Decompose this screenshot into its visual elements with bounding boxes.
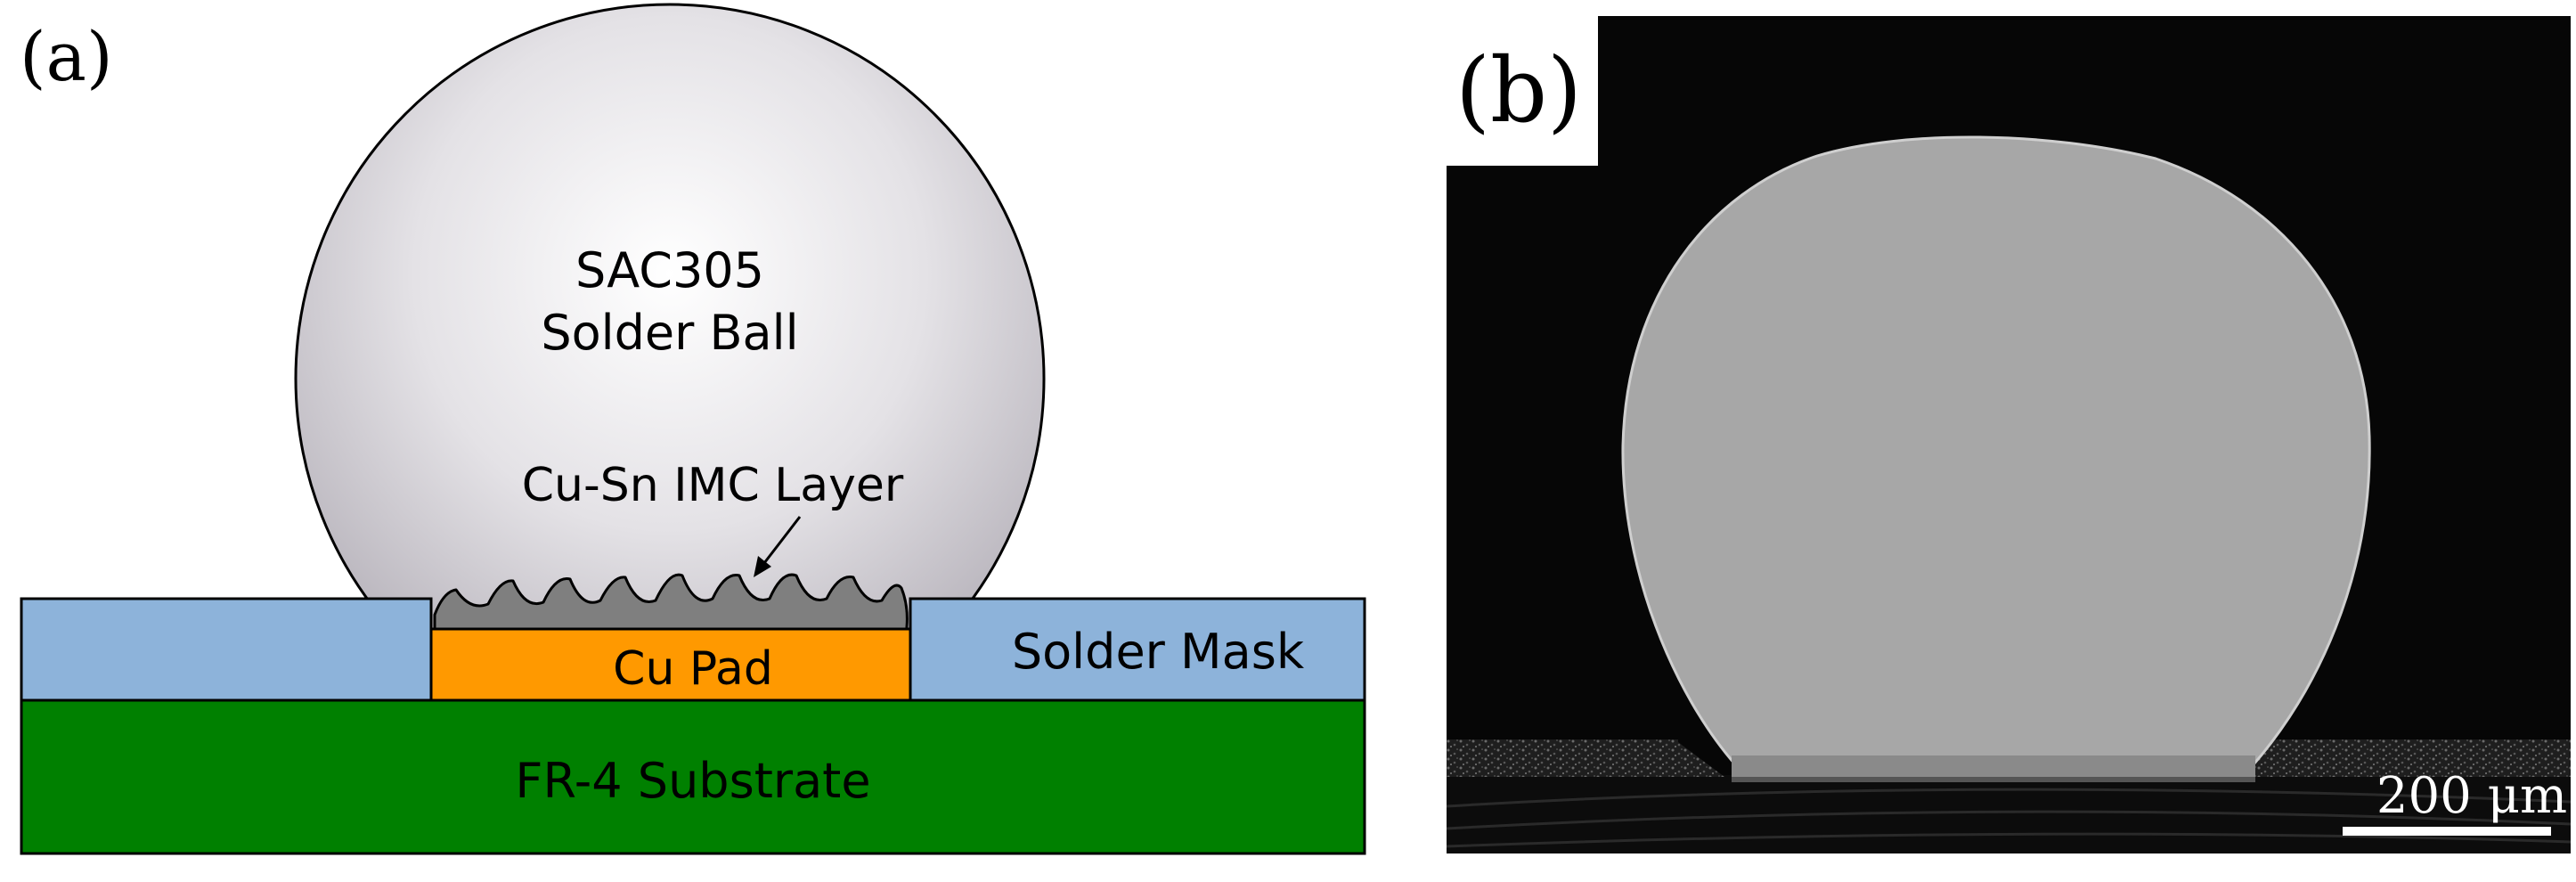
scale-bar-label: 200 μm [2376, 767, 2567, 825]
imc-layer [433, 573, 909, 631]
panel-a: (a) SAC305 Solder Ball Cu-Sn IMC Layer C… [20, 3, 1366, 855]
micrograph-pad [1732, 755, 2255, 779]
fr4-substrate [20, 698, 1366, 855]
micrograph-mask-left [1447, 739, 1678, 777]
solder-mask-left [20, 597, 433, 702]
imc-layer-label: Cu-Sn IMC Layer [522, 459, 904, 512]
panel-a-label: (a) [20, 17, 113, 96]
micrograph-solder-ball [1621, 135, 2371, 766]
substrate-label: FR-4 Substrate [515, 753, 870, 809]
micrograph-fibers [1447, 788, 2571, 848]
panel-b-label-box [1447, 16, 1598, 166]
solder-ball-label-line1: SAC305 [575, 242, 764, 298]
scale-bar [2343, 827, 2551, 836]
panel-b-label: (b) [1455, 38, 1582, 143]
micrograph-mask-right [2268, 739, 2571, 777]
micrograph-mask-left-bevel [1675, 739, 1724, 777]
solder-mask-right [909, 597, 1366, 702]
micrograph-pad-edge [1732, 777, 2255, 782]
panel-b: (b) 200 μm [1447, 16, 2571, 853]
solder-mask-label: Solder Mask [1012, 624, 1305, 680]
solder-ball-label-line2: Solder Ball [541, 305, 798, 361]
imc-arrow-head [754, 556, 771, 577]
cu-pad [429, 627, 912, 702]
imc-arrow [762, 516, 802, 564]
cu-pad-label: Cu Pad [613, 642, 773, 696]
